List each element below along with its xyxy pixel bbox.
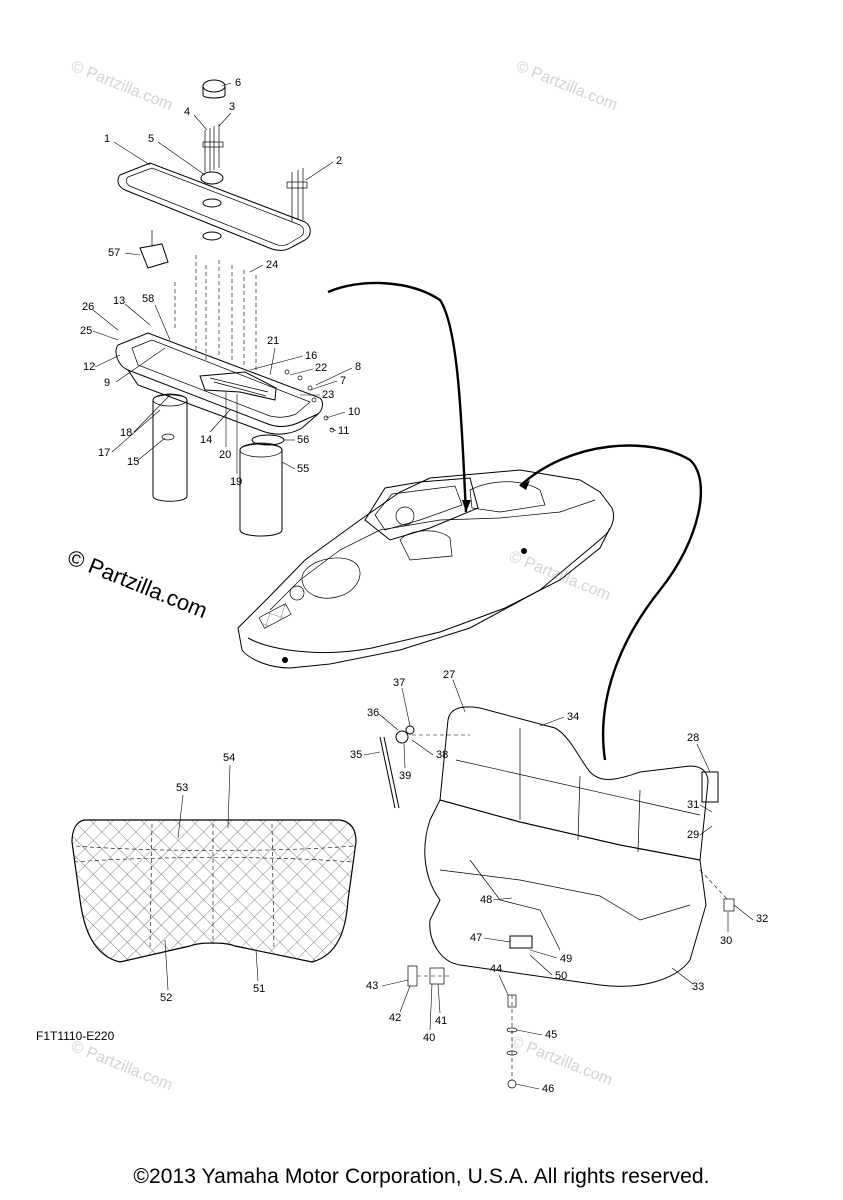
callout-13: 13 xyxy=(113,295,125,307)
callout-24: 24 xyxy=(266,259,278,271)
callout-1: 1 xyxy=(104,133,110,145)
boat xyxy=(237,469,615,669)
callout-40: 40 xyxy=(423,1032,435,1044)
callout-49: 49 xyxy=(560,953,572,965)
callout-4: 4 xyxy=(184,106,190,118)
callout-5: 5 xyxy=(148,133,154,145)
pointer-line xyxy=(519,444,703,761)
watermark: © Partzilla.com xyxy=(509,1033,615,1089)
callout-2: 2 xyxy=(336,155,342,167)
callout-20: 20 xyxy=(219,449,231,461)
callout-58: 58 xyxy=(142,293,154,305)
cover xyxy=(71,819,357,963)
callout-12: 12 xyxy=(83,361,95,373)
callout-8: 8 xyxy=(355,361,361,373)
callout-21: 21 xyxy=(267,335,279,347)
callout-32: 32 xyxy=(756,913,768,925)
callout-3: 3 xyxy=(229,101,235,113)
callout-29: 29 xyxy=(687,829,699,841)
callout-52: 52 xyxy=(160,992,172,1004)
callout-18: 18 xyxy=(120,427,132,439)
pointer-line xyxy=(327,281,468,513)
callout-26: 26 xyxy=(82,301,94,313)
callout-22: 22 xyxy=(315,362,327,374)
callout-34: 34 xyxy=(567,711,579,723)
callout-19: 19 xyxy=(230,476,242,488)
callout-54: 54 xyxy=(223,752,235,764)
seat-assembly xyxy=(379,706,735,1089)
callout-10: 10 xyxy=(348,406,360,418)
callout-11: 11 xyxy=(338,425,349,437)
hatch-lid-assembly xyxy=(115,79,335,537)
leader-lines xyxy=(92,82,754,1090)
callouts: 6 4 3 5 1 2 57 24 26 13 58 25 21 12 16 8… xyxy=(80,77,768,1095)
callout-43: 43 xyxy=(366,980,378,992)
callout-41: 41 xyxy=(435,1015,447,1027)
watermark: © Partzilla.com xyxy=(69,58,175,114)
callout-47: 47 xyxy=(470,932,482,944)
callout-25: 25 xyxy=(80,325,92,337)
watermark: © Partzilla.com xyxy=(69,1038,175,1094)
callout-39: 39 xyxy=(399,770,411,782)
callout-31: 31 xyxy=(687,799,699,811)
callout-6: 6 xyxy=(235,77,241,89)
callout-9: 9 xyxy=(104,377,110,389)
copyright-notice: ©2013 Yamaha Motor Corporation, U.S.A. A… xyxy=(133,1165,710,1188)
callout-50: 50 xyxy=(555,970,567,982)
callout-23: 23 xyxy=(322,389,334,401)
callout-14: 14 xyxy=(200,434,212,446)
figure-code: F1T1110-E220 xyxy=(36,1029,115,1043)
callout-15: 15 xyxy=(127,456,139,468)
callout-51: 51 xyxy=(253,983,265,995)
callout-45: 45 xyxy=(545,1029,557,1041)
watermark: © Partzilla.com xyxy=(507,548,613,604)
callout-44: 44 xyxy=(490,963,502,975)
callout-28: 28 xyxy=(687,732,699,744)
callout-17: 17 xyxy=(98,447,110,459)
callout-56: 56 xyxy=(297,434,309,446)
callout-36: 36 xyxy=(367,707,379,719)
callout-46: 46 xyxy=(542,1083,554,1095)
callout-33: 33 xyxy=(692,981,704,993)
callout-37: 37 xyxy=(393,677,405,689)
callout-48: 48 xyxy=(480,894,492,906)
callout-57: 57 xyxy=(108,247,120,259)
callout-27: 27 xyxy=(443,669,455,681)
callout-38: 38 xyxy=(436,749,448,761)
callout-35: 35 xyxy=(350,749,362,761)
callout-55: 55 xyxy=(297,463,309,475)
callout-30: 30 xyxy=(720,935,732,947)
callout-42: 42 xyxy=(389,1012,401,1024)
callout-7: 7 xyxy=(340,375,346,387)
watermark-large: © Partzilla.com xyxy=(64,544,211,623)
watermark: © Partzilla.com xyxy=(514,58,620,114)
callout-53: 53 xyxy=(176,782,188,794)
callout-16: 16 xyxy=(305,350,317,362)
